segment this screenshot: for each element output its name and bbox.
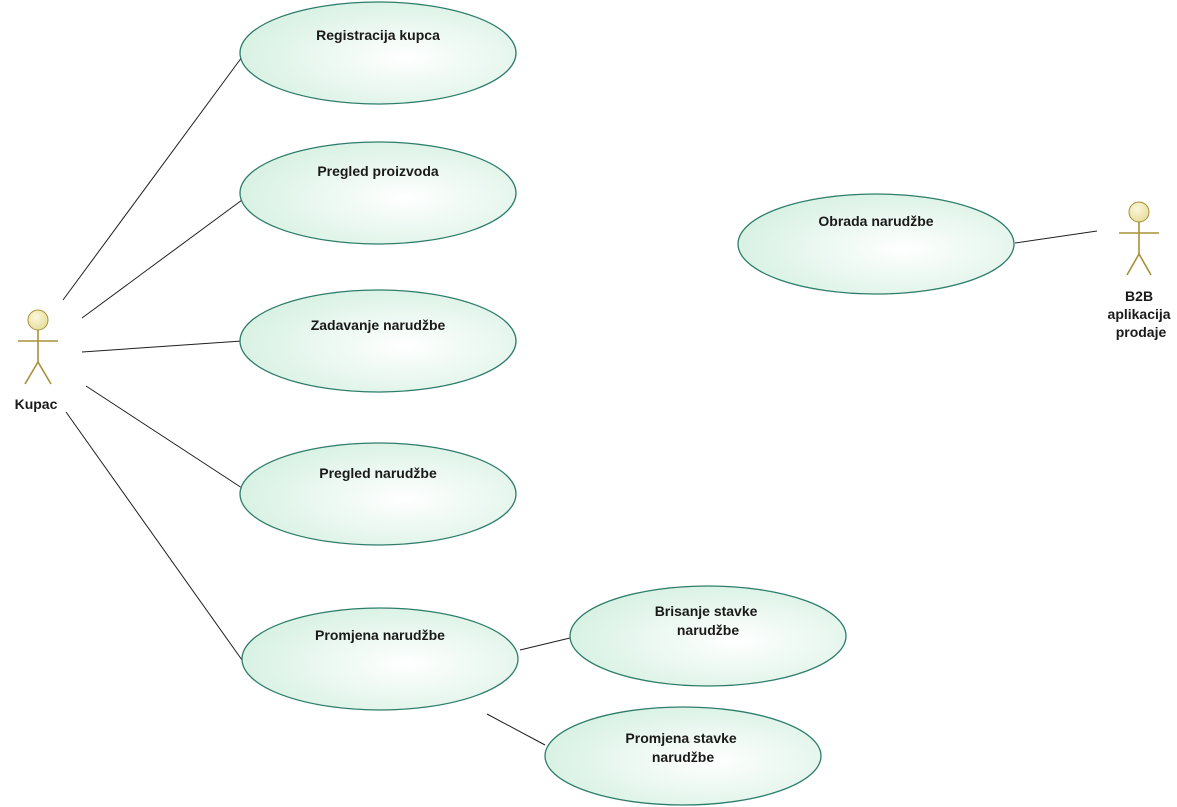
use-case-ellipse <box>241 607 519 711</box>
use-case-ellipse <box>239 1 517 105</box>
actor-right-leg <box>37 361 52 385</box>
use-case-label-line: Pregled narudžbe <box>319 465 437 481</box>
use-case-label: Promjena stavke narudžbe <box>625 730 740 765</box>
use-case-obrada-narudzbe[interactable]: Obrada narudžbe <box>737 193 1015 295</box>
actor-b2b-aplikacija-prodaje[interactable]: B2B aplikacija prodaje <box>1108 201 1175 340</box>
assoc-promjena-promjena-stavke <box>486 713 546 746</box>
use-case-label-line: narudžbe <box>652 749 714 765</box>
assoc-kupac-promjena <box>65 411 243 661</box>
associations <box>62 56 1098 746</box>
assoc-kupac-pregled-narudzbe <box>85 385 243 489</box>
use-case-registracija-kupca[interactable]: Registracija kupca <box>239 1 517 105</box>
assoc-kupac-registracija <box>62 56 243 301</box>
use-case-label-line: narudžbe <box>677 622 739 638</box>
use-case-label-line: Obrada narudžbe <box>818 213 933 229</box>
use-case-label-line: Zadavanje narudžbe <box>311 317 446 333</box>
actor-label-line: aplikacija <box>1108 306 1171 322</box>
actor-kupac[interactable]: Kupac <box>15 309 58 412</box>
use-case-ellipse <box>544 706 822 806</box>
use-case-ellipse <box>239 141 517 245</box>
use-case-ellipse <box>569 585 847 687</box>
use-case-ellipse <box>239 442 517 546</box>
actor-head <box>1128 201 1150 223</box>
use-case-pregled-proizvoda[interactable]: Pregled proizvoda <box>239 141 517 245</box>
actor-label: Kupac <box>15 396 58 412</box>
actor-label: B2B aplikacija prodaje <box>1108 288 1175 340</box>
actor-label-line: B2B <box>1125 288 1153 304</box>
use-case-promjena-narudzbe[interactable]: Promjena narudžbe <box>241 607 519 711</box>
use-case-ellipse <box>239 289 517 393</box>
use-case-label-line: Pregled proizvoda <box>317 163 439 179</box>
assoc-promjena-brisanje <box>519 637 571 651</box>
actor-left-leg <box>24 361 39 385</box>
use-case-label: Zadavanje narudžbe <box>311 317 446 333</box>
use-case-label-line: Registracija kupca <box>316 27 440 43</box>
use-case-label: Pregled narudžbe <box>319 465 437 481</box>
assoc-kupac-zadavanje <box>81 340 243 353</box>
use-case-label: Registracija kupca <box>316 27 440 43</box>
use-case-label: Promjena narudžbe <box>315 627 445 643</box>
use-case-brisanje-stavke-narudzbe[interactable]: Brisanje stavke narudžbe <box>569 585 847 687</box>
use-case-pregled-narudzbe[interactable]: Pregled narudžbe <box>239 442 517 546</box>
use-case-label: Brisanje stavke narudžbe <box>655 603 762 638</box>
use-case-label: Obrada narudžbe <box>818 213 933 229</box>
actor-head <box>27 309 49 331</box>
use-case-label-line: Promjena narudžbe <box>315 627 445 643</box>
actor-label-line: prodaje <box>1116 324 1167 340</box>
use-case-promjena-stavke-narudzbe[interactable]: Promjena stavke narudžbe <box>544 706 822 806</box>
assoc-kupac-pregled-proizvoda <box>81 199 243 319</box>
use-case-label: Pregled proizvoda <box>317 163 439 179</box>
actor-right-leg <box>1138 253 1152 276</box>
actor-left-leg <box>1126 253 1140 276</box>
use-case-zadavanje-narudzbe[interactable]: Zadavanje narudžbe <box>239 289 517 393</box>
use-case-ellipse <box>737 193 1015 295</box>
assoc-obrada-b2b <box>1014 230 1098 244</box>
use-case-label-line: Promjena stavke <box>625 730 736 746</box>
use-case-label-line: Brisanje stavke <box>655 603 758 619</box>
